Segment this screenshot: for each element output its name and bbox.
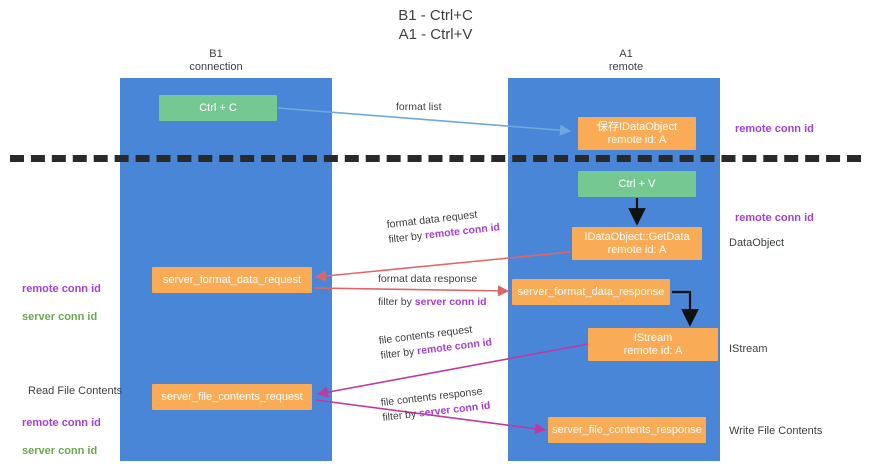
arrow-file-contents-request: [316, 343, 589, 398]
annotation-read-file-contents: Read File Contents: [28, 385, 123, 397]
annotation-dataobject: DataObject: [729, 237, 785, 249]
edge-label-format-data-response: format data response filter by server co…: [378, 272, 487, 310]
column-header-b1: B1 connection: [189, 48, 243, 73]
column-header-a1: A1 remote: [608, 48, 644, 73]
arrow-file-contents-response: [315, 399, 547, 435]
edge-label-format-list: format list: [396, 101, 442, 113]
box-ctrl-c[interactable]: Ctrl + C: [159, 95, 277, 121]
phase-separator: [10, 155, 861, 162]
filter-prefix: filter by: [387, 229, 426, 246]
annotation-istream: IStream: [729, 343, 768, 355]
box-ctrl-v[interactable]: Ctrl + V: [578, 171, 696, 197]
edge-label-line1: format data response: [378, 273, 478, 285]
filter-prefix: filter by: [381, 407, 420, 424]
annotation-server-conn-id: server conn id: [22, 445, 98, 457]
annotation-remote-conn-id: remote conn id: [22, 283, 101, 295]
annotation-server-conn-id: server conn id: [22, 311, 98, 323]
annotation-left-ids-bottom: remote conn id server conn id: [22, 402, 101, 472]
annotation-remote-conn-id-mid: remote conn id: [735, 212, 814, 224]
box-save-idataobject[interactable]: 保存IDataObject remote id: A: [578, 117, 696, 150]
page-title: B1 - Ctrl+C A1 - Ctrl+V: [398, 7, 473, 43]
arrow-format-list: [277, 107, 572, 136]
filter-prefix: filter by: [378, 296, 415, 308]
arrow-response-istream: [672, 290, 699, 327]
box-istream[interactable]: IStream remote id: A: [588, 328, 718, 361]
filter-prefix: filter by: [379, 345, 418, 362]
annotation-remote-conn-id-top: remote conn id: [735, 123, 814, 135]
arrow-format-data-request: [314, 251, 571, 282]
annotation-write-file-contents: Write File Contents: [729, 425, 823, 437]
edge-label-line2: filter by server conn id: [378, 295, 487, 310]
arrow-format-data-response: [313, 285, 510, 297]
annotation-remote-conn-id: remote conn id: [22, 417, 101, 429]
box-server-format-data-request[interactable]: server_format_data_request: [152, 267, 312, 293]
box-server-file-contents-response[interactable]: server_file_contents_response: [548, 417, 706, 443]
box-server-file-contents-request[interactable]: server_file_contents_request: [152, 384, 312, 410]
annotation-left-ids-top: remote conn id server conn id: [22, 268, 101, 338]
filter-key-server-conn-id: server conn id: [414, 296, 487, 308]
box-server-format-data-response[interactable]: server_format_data_response: [512, 279, 670, 305]
box-idataobject-getdata[interactable]: IDataObject::GetData remote id: A: [572, 227, 702, 260]
